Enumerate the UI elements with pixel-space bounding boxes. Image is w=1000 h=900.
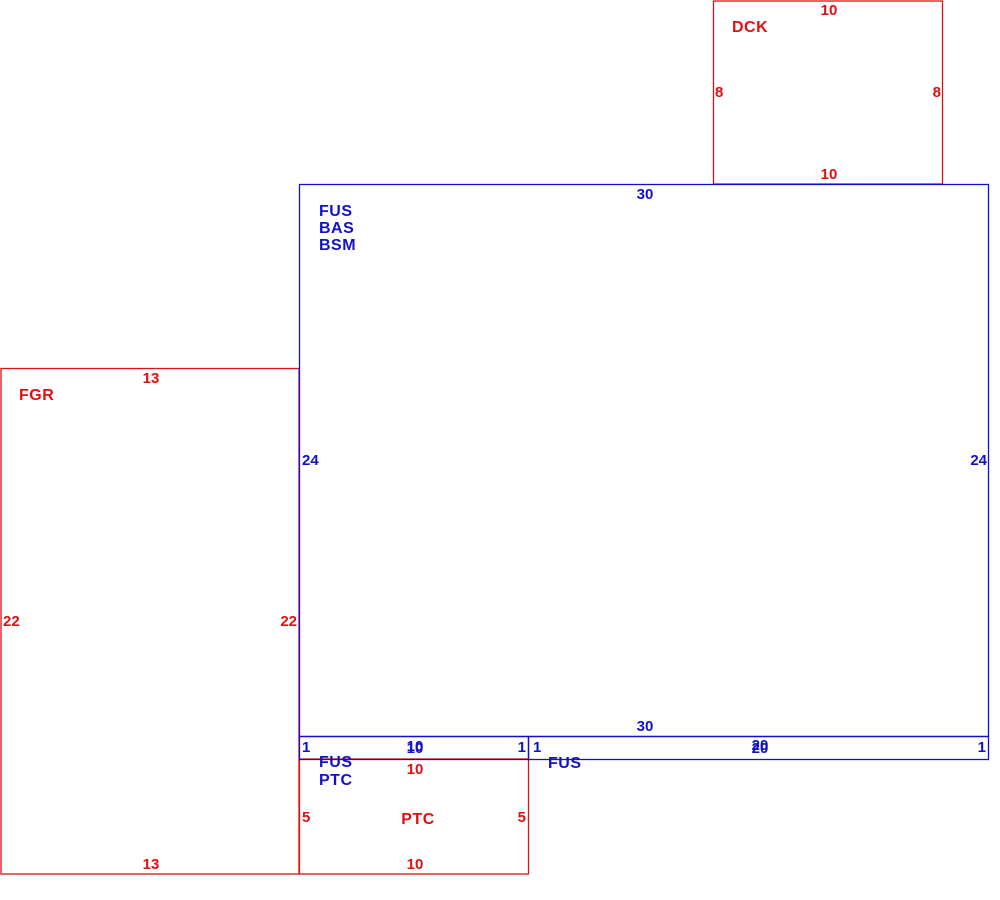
area-strip-right-dim-bottom: 20 bbox=[752, 740, 769, 757]
area-strip-left-label-2: PTC bbox=[319, 772, 353, 789]
area-dck-dim-left: 8 bbox=[715, 84, 723, 101]
area-strip-right-label-1: FUS bbox=[548, 755, 582, 772]
area-main-outline bbox=[298, 183, 990, 738]
area-main-label-1: FUS bbox=[319, 203, 353, 220]
area-strip-right-outline bbox=[527, 735, 990, 761]
area-ptc-dim-bottom: 10 bbox=[407, 856, 424, 873]
area-main-label-3: BSM bbox=[319, 237, 356, 254]
area-dck-label-1: DCK bbox=[732, 19, 768, 36]
area-dck-dim-top: 10 bbox=[821, 2, 838, 19]
area-dck-dim-bottom: 10 bbox=[821, 166, 838, 183]
area-strip-left: FUS PTC 10 10 1 1 bbox=[298, 735, 530, 789]
area-fgr-dim-top: 13 bbox=[143, 370, 160, 387]
area-ptc-dim-top: 10 bbox=[407, 761, 424, 778]
area-dck-dim-right: 8 bbox=[933, 84, 941, 101]
area-dck: DCK 10 10 8 8 bbox=[712, 0, 944, 185]
area-main-dim-bottom: 30 bbox=[637, 718, 654, 735]
area-strip-right-dim-right: 1 bbox=[978, 739, 986, 756]
area-strip-right-dim-top: 20 bbox=[752, 737, 769, 754]
area-ptc-label-1: PTC bbox=[401, 811, 435, 828]
area-fgr-label-1: FGR bbox=[19, 387, 54, 404]
area-fgr-dim-right: 22 bbox=[280, 613, 297, 630]
area-strip-right-dim-left: 1 bbox=[533, 739, 541, 756]
area-fgr-dim-left: 22 bbox=[3, 613, 20, 630]
area-strip-left-dim-right: 1 bbox=[518, 739, 526, 756]
area-ptc-dim-left: 5 bbox=[302, 809, 310, 826]
area-fgr-dim-bottom: 13 bbox=[143, 856, 160, 873]
area-strip-left-dim-top: 10 bbox=[407, 738, 424, 755]
area-fgr: FGR 13 13 22 22 bbox=[0, 367, 300, 875]
area-fgr-outline bbox=[0, 367, 300, 875]
area-main-label-2: BAS bbox=[319, 220, 354, 237]
area-strip-left-dim-left: 1 bbox=[302, 739, 310, 756]
area-strip-left-dim-bottom: 10 bbox=[407, 740, 424, 757]
area-strip-left-label-1: FUS bbox=[319, 754, 353, 771]
area-main-dim-left: 24 bbox=[302, 452, 319, 469]
area-main-dim-top: 30 bbox=[637, 186, 654, 203]
area-ptc-dim-right: 5 bbox=[518, 809, 526, 826]
area-strip-right: FUS 20 20 1 1 bbox=[527, 735, 990, 772]
area-main-dim-right: 24 bbox=[970, 452, 987, 469]
area-main: FUS BAS BSM 30 30 24 24 bbox=[298, 183, 990, 738]
